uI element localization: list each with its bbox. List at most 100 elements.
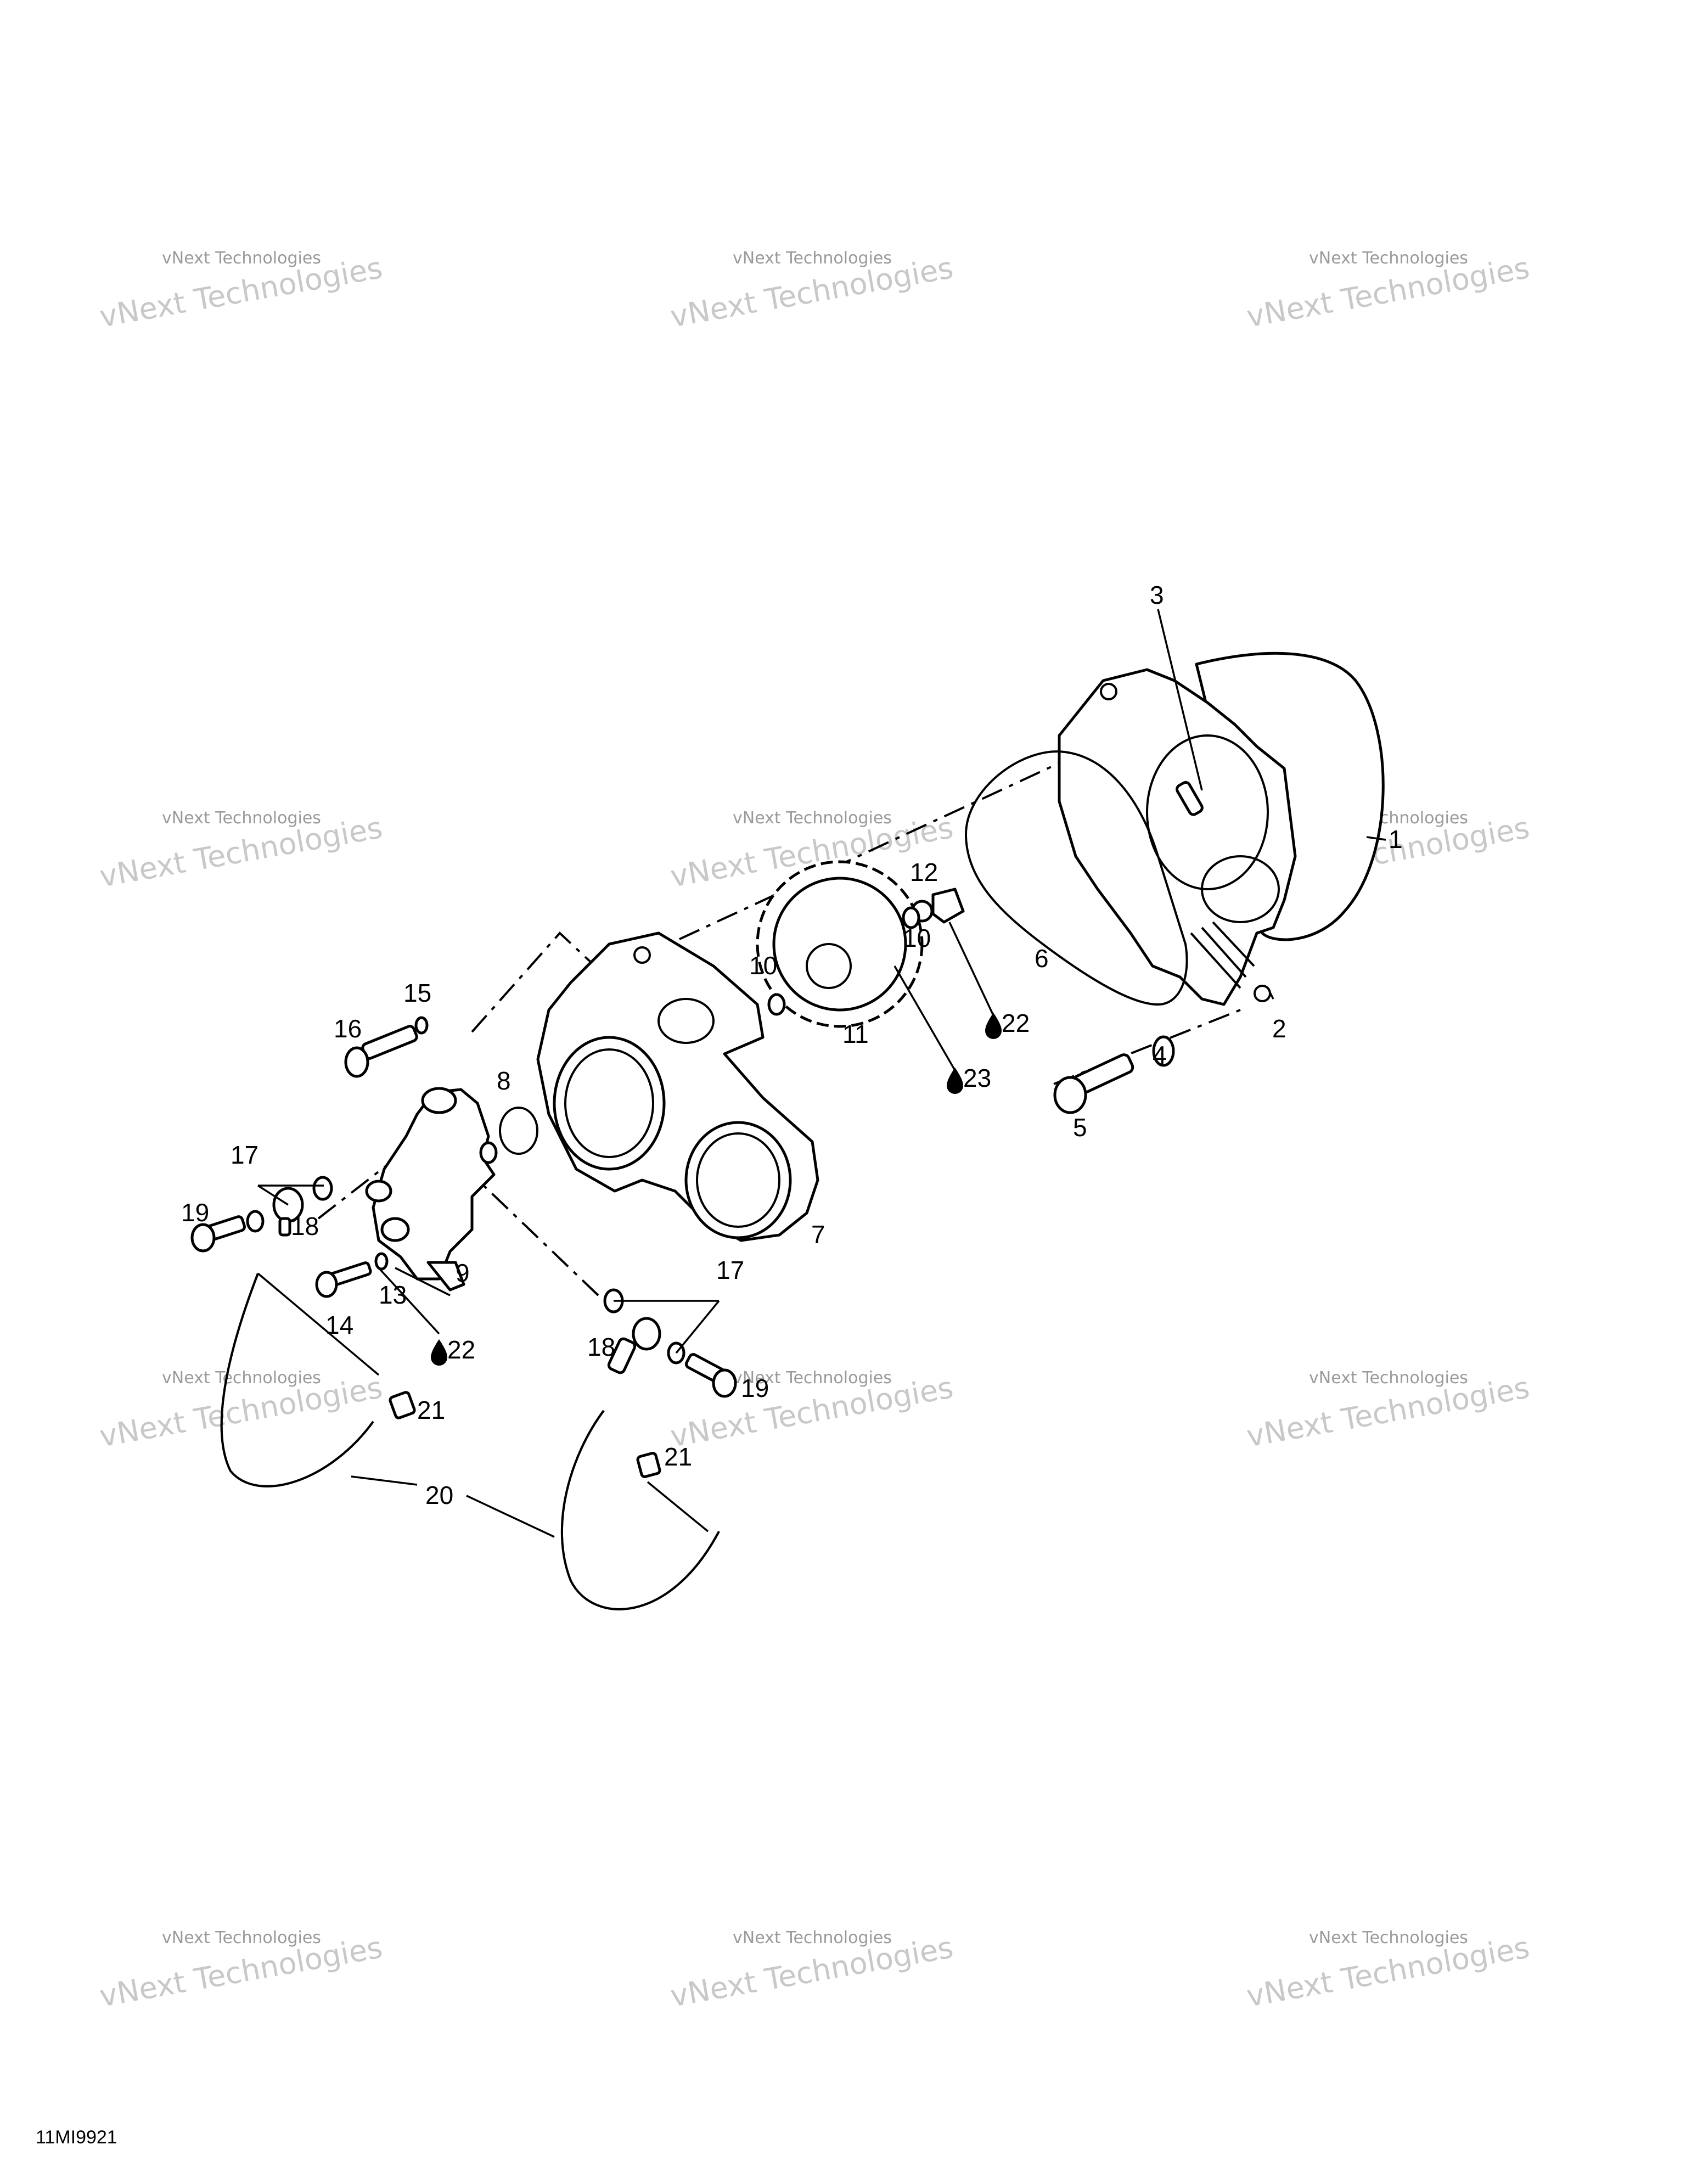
callout-label: 18 bbox=[587, 1333, 615, 1361]
drive-gear bbox=[756, 860, 934, 1028]
bolt-shank bbox=[361, 1025, 418, 1060]
callout-label: 20 bbox=[425, 1481, 453, 1509]
banjo-nipple bbox=[278, 1217, 291, 1237]
callout-label: 21 bbox=[417, 1396, 445, 1424]
oil-line-left-core bbox=[220, 1273, 374, 1487]
bolt-head bbox=[344, 1046, 369, 1078]
callout-label: 9 bbox=[456, 1259, 470, 1287]
callout-label: 13 bbox=[379, 1281, 407, 1309]
cover-port bbox=[1201, 855, 1280, 923]
gasket-ring bbox=[964, 750, 1188, 1006]
hose-clamp-21 bbox=[636, 1452, 661, 1478]
callout-label: 14 bbox=[325, 1311, 353, 1339]
oil-pump bbox=[365, 1087, 498, 1292]
oil-line-right-core bbox=[560, 1410, 720, 1610]
watermark: vNext Technologies vNext Technologies bbox=[1244, 249, 1532, 334]
watermark-text: vNext Technologies bbox=[1309, 249, 1468, 268]
callout-label: 22 bbox=[447, 1335, 475, 1364]
gear-hub bbox=[806, 943, 852, 989]
washer-10b bbox=[902, 906, 920, 929]
callout-label: 5 bbox=[1073, 1113, 1087, 1142]
leader-3 bbox=[1157, 609, 1203, 791]
callout-label: 10 bbox=[749, 951, 777, 980]
centerline-bolt bbox=[471, 931, 605, 1033]
callout-label: 21 bbox=[664, 1442, 692, 1471]
watermark: vNext Technologies vNext Technologies bbox=[668, 249, 956, 334]
leader-2 bbox=[1267, 987, 1274, 1000]
callout-1-label: 3 bbox=[1150, 581, 1164, 609]
leader-22-right bbox=[948, 922, 994, 1016]
pump-outlet bbox=[479, 1141, 498, 1164]
callout-label: 6 bbox=[1035, 944, 1049, 973]
watermark-text: vNext Technologies bbox=[733, 249, 892, 268]
screw-14-head bbox=[315, 1271, 338, 1298]
pump-body bbox=[372, 1088, 496, 1281]
oil-drop-icon bbox=[431, 1339, 447, 1366]
cover-housing bbox=[1058, 652, 1385, 1006]
watermark: vNext Technologies vNext Technologies bbox=[97, 1368, 385, 1454]
leader-1 bbox=[1366, 836, 1386, 841]
callout-label: 11 bbox=[842, 1020, 869, 1048]
leader-13 bbox=[395, 1267, 451, 1296]
watermark: vNext Technologies vNext Technologies bbox=[97, 1928, 385, 2014]
valve-body bbox=[536, 931, 819, 1242]
watermark: vNext Technologies vNext Technologies bbox=[97, 249, 385, 334]
valve-shaft-hole bbox=[657, 998, 715, 1044]
callout-label: 2 bbox=[1272, 1014, 1286, 1043]
cover-back-flange bbox=[1195, 652, 1385, 941]
cover-fins bbox=[1190, 921, 1255, 989]
leader-23 bbox=[893, 965, 956, 1071]
washer-15 bbox=[414, 1016, 429, 1035]
leader-22-left bbox=[378, 1267, 440, 1335]
locating-pin bbox=[1176, 781, 1204, 816]
bolt-16 bbox=[344, 1016, 429, 1078]
cover-mount-hole bbox=[1100, 683, 1117, 700]
centerline-upper bbox=[603, 729, 1131, 975]
watermark: vNext Technologies vNext Technologies bbox=[668, 1368, 956, 1454]
pump-lever bbox=[426, 1261, 465, 1292]
leader-17-right bbox=[614, 1300, 720, 1354]
watermark-text: vNext Technologies bbox=[162, 809, 321, 828]
callout-label: 23 bbox=[963, 1064, 991, 1092]
watermark-text: vNext Technologies bbox=[162, 249, 321, 268]
banjo-18 bbox=[632, 1317, 661, 1351]
assembly-centerlines bbox=[317, 729, 1241, 1296]
cover-bore bbox=[1146, 734, 1269, 890]
watermark: vNext Technologies vNext Technologies bbox=[668, 1928, 956, 2014]
callout-label: 10 bbox=[903, 924, 931, 952]
screw-head bbox=[1053, 1076, 1087, 1114]
callout-label: 22 bbox=[1002, 1009, 1030, 1037]
watermark: vNext Technologies vNext Technologies bbox=[97, 809, 385, 894]
watermark-text: vNext Technologies bbox=[1309, 1928, 1468, 1947]
pump-cap bbox=[421, 1087, 457, 1114]
oil-drop-icon bbox=[947, 1068, 963, 1094]
pump-fitting bbox=[380, 1217, 410, 1242]
leader-21-right bbox=[647, 1481, 709, 1532]
sealing-washer bbox=[246, 1210, 265, 1233]
screw-washer bbox=[1152, 1035, 1175, 1067]
valve-bore-lower bbox=[684, 1121, 792, 1239]
valve-bore-upper bbox=[553, 1036, 666, 1171]
watermark: vNext Technologies vNext Technologies bbox=[1244, 1928, 1532, 2014]
valve-bore-lower-inner bbox=[696, 1132, 780, 1228]
callouts: 3 1 2 4 5 6 7 8 9 10 10 11 12 13 14 15 1… bbox=[181, 581, 1403, 1509]
callout-label: 17 bbox=[716, 1256, 744, 1284]
oil-drops bbox=[431, 1013, 1002, 1366]
oil-lines bbox=[220, 1273, 720, 1610]
watermark-text: vNext Technologies bbox=[733, 1928, 892, 1947]
leader-21-left bbox=[257, 1272, 380, 1376]
screw-14 bbox=[315, 1252, 389, 1298]
watermark: vNext Technologies vNext Technologies bbox=[1244, 1368, 1532, 1454]
gear-body bbox=[772, 877, 907, 1012]
valve-bore-upper-inner bbox=[564, 1048, 654, 1158]
callout-label: 7 bbox=[811, 1220, 825, 1249]
hose-clamp-21 bbox=[389, 1391, 416, 1419]
washer-13 bbox=[374, 1252, 389, 1271]
callout-label: 18 bbox=[291, 1212, 319, 1240]
centerline-pump bbox=[465, 1168, 599, 1296]
callout-label: 15 bbox=[403, 979, 431, 1007]
nut-12 bbox=[931, 888, 965, 924]
figure-code: 11MI9921 bbox=[36, 2127, 117, 2148]
